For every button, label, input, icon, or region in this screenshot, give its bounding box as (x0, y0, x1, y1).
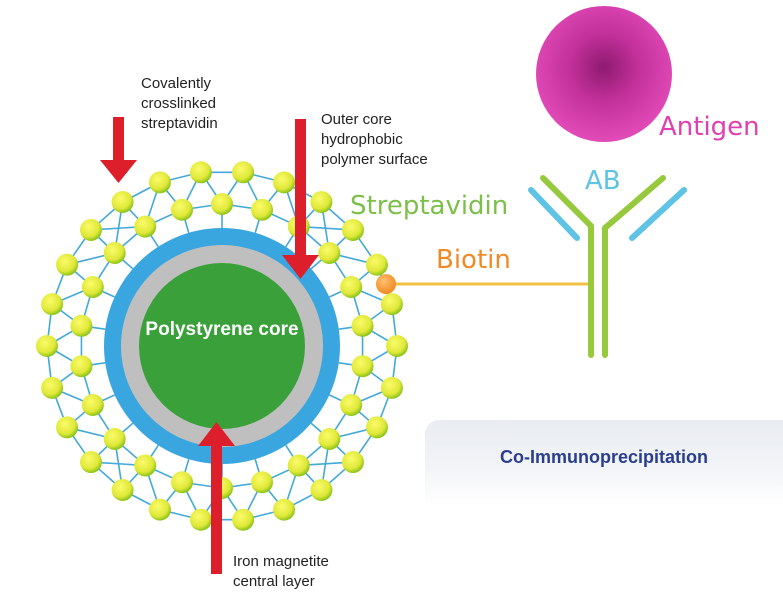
streptavidin-sphere (232, 508, 255, 531)
streptavidin-sphere (111, 479, 134, 502)
streptavidin-sphere (380, 376, 403, 399)
streptavidin-sphere (41, 376, 64, 399)
biotin-dot (376, 274, 396, 294)
streptavidin-sphere (211, 193, 233, 215)
streptavidin-sphere (341, 451, 364, 474)
label-ab: AB (585, 166, 621, 196)
label-core: Polystyrene core (145, 319, 299, 340)
streptavidin-sphere (170, 471, 193, 494)
streptavidin-sphere (386, 335, 408, 357)
streptavidin-sphere (310, 479, 333, 502)
streptavidin-sphere (170, 198, 193, 221)
streptavidin-sphere (41, 293, 64, 316)
streptavidin-sphere (148, 171, 171, 194)
streptavidin-sphere (365, 253, 388, 276)
streptavidin-spheres (36, 161, 408, 531)
arrow-iron-layer (198, 422, 235, 574)
streptavidin-sphere (56, 253, 79, 276)
streptavidin-sphere (273, 171, 296, 194)
antibody-icon (528, 175, 687, 358)
streptavidin-sphere (81, 393, 104, 416)
streptavidin-sphere (148, 498, 171, 521)
arrow-outer-core (282, 119, 319, 279)
streptavidin-sphere (232, 161, 255, 184)
streptavidin-sphere (318, 242, 341, 265)
streptavidin-sphere (189, 508, 212, 531)
coip-banner (425, 420, 783, 506)
streptavidin-sphere (80, 218, 103, 241)
label-biotin: Biotin (436, 245, 511, 275)
streptavidin-sphere (251, 471, 274, 494)
label-outer-core: Outer core hydrophobic polymer surface (321, 111, 428, 168)
streptavidin-sphere (81, 276, 104, 299)
streptavidin-sphere (340, 393, 363, 416)
streptavidin-sphere (134, 215, 157, 238)
polystyrene-core (139, 263, 305, 429)
streptavidin-sphere (70, 314, 93, 337)
coip-title: Co-Immunoprecipitation (500, 447, 708, 467)
streptavidin-sphere (111, 190, 134, 213)
streptavidin-sphere (351, 314, 374, 337)
label-antigen: Antigen (659, 112, 760, 142)
streptavidin-sphere (273, 498, 296, 521)
streptavidin-sphere (103, 242, 126, 265)
streptavidin-sphere (341, 218, 364, 241)
label-iron: Iron magnetite central layer (233, 553, 329, 590)
streptavidin-sphere (310, 190, 333, 213)
streptavidin-sphere (287, 454, 310, 477)
label-streptavidin: Streptavidin (350, 191, 509, 221)
streptavidin-sphere (318, 427, 341, 450)
antigen-sphere (536, 6, 672, 142)
label-covalently: Covalently crosslinked streptavidin (141, 75, 218, 132)
streptavidin-sphere (340, 276, 363, 299)
streptavidin-sphere (380, 293, 403, 316)
streptavidin-sphere (365, 416, 388, 439)
streptavidin-sphere (189, 161, 212, 184)
streptavidin-sphere (36, 335, 58, 357)
streptavidin-sphere (80, 451, 103, 474)
streptavidin-sphere (103, 427, 126, 450)
streptavidin-sphere (56, 416, 79, 439)
streptavidin-sphere (251, 198, 274, 221)
streptavidin-sphere (351, 355, 374, 378)
streptavidin-sphere (70, 355, 93, 378)
streptavidin-sphere (134, 454, 157, 477)
arrow-streptavidin (100, 117, 137, 183)
